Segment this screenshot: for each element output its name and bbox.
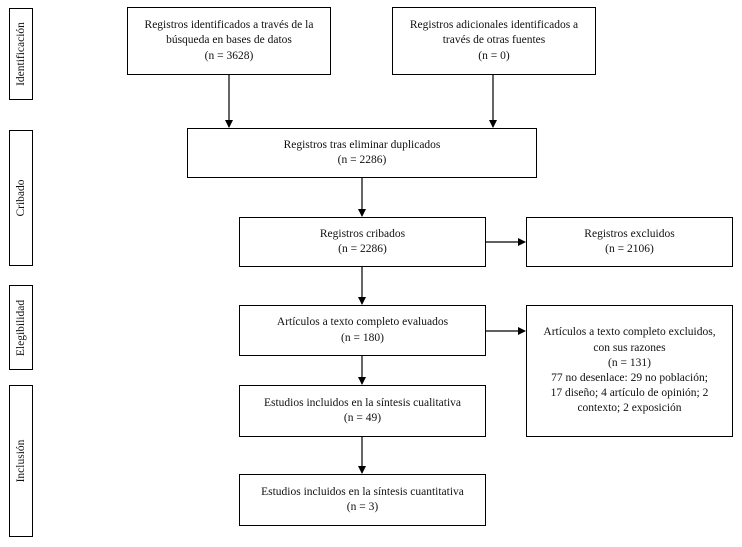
box-screened-line1: Registros cribados (319, 227, 406, 240)
box-fulltext-excluded-line1: Artículos a texto completo excluidos, (543, 326, 716, 339)
box-other-sources-line2: través de otras fuentes (442, 34, 546, 47)
box-after-duplicates-count: (n = 2286) (337, 154, 387, 166)
box-fulltext-excluded-reasons3: contexto; 2 exposición (577, 402, 682, 415)
box-screened-count: (n = 2286) (338, 243, 387, 255)
box-fulltext-excluded-reasons1: 77 no desenlace: 29 no población; (551, 372, 708, 384)
box-after-duplicates: Registros tras eliminar duplicados (n = … (187, 128, 537, 178)
box-screened: Registros cribados (n = 2286) (239, 217, 486, 267)
box-database-search-count: (n = 3628) (204, 49, 254, 62)
box-quantitative-synthesis: Estudios incluidos en la síntesis cuanti… (239, 474, 486, 526)
box-after-duplicates-line1: Registros tras eliminar duplicados (283, 138, 441, 151)
stage-label-cribado: Cribado (9, 130, 33, 266)
box-fulltext-excluded-line2: con sus razones (593, 341, 666, 354)
stage-label-inclusion: Inclusión (9, 385, 33, 537)
box-excluded: Registros excluidos (n = 2106) (526, 217, 733, 267)
box-other-sources-count: (n = 0) (478, 49, 510, 62)
box-quantitative-synthesis-line1: Estudios incluidos en la síntesis cuanti… (261, 485, 464, 498)
box-qualitative-synthesis: Estudios incluidos en la síntesis cualit… (239, 385, 486, 437)
box-excluded-count: (n = 2106) (605, 243, 654, 255)
stage-label-identificacion: Identificación (9, 8, 33, 100)
box-qualitative-synthesis-line1: Estudios incluidos en la síntesis cualit… (263, 396, 462, 409)
box-other-sources-line1: Registros adicionales identificados a (409, 19, 579, 32)
box-fulltext-excluded-count: (n = 131) (608, 356, 651, 369)
box-database-search-line2: búsqueda en bases de datos (166, 34, 292, 47)
box-fulltext-evaluated-count: (n = 180) (341, 331, 384, 344)
box-qualitative-synthesis-count: (n = 49) (343, 412, 382, 424)
box-fulltext-evaluated: Artículos a texto completo evaluados (n … (239, 305, 486, 356)
box-database-search-line1: Registros identificados a través de la (144, 19, 314, 32)
box-fulltext-excluded: Artículos a texto completo excluidos, co… (526, 305, 733, 437)
box-fulltext-excluded-reasons2: 17 diseño; 4 artículo de opinión; 2 (550, 387, 709, 400)
box-other-sources: Registros adicionales identificados a tr… (392, 7, 596, 75)
stage-label-elegibilidad: Elegibilidad (9, 285, 33, 370)
box-database-search: Registros identificados a través de la b… (127, 7, 331, 75)
box-fulltext-evaluated-line1: Artículos a texto completo evaluados (276, 316, 449, 329)
box-quantitative-synthesis-count: (n = 3) (346, 501, 379, 513)
box-excluded-line1: Registros excluidos (584, 227, 675, 240)
